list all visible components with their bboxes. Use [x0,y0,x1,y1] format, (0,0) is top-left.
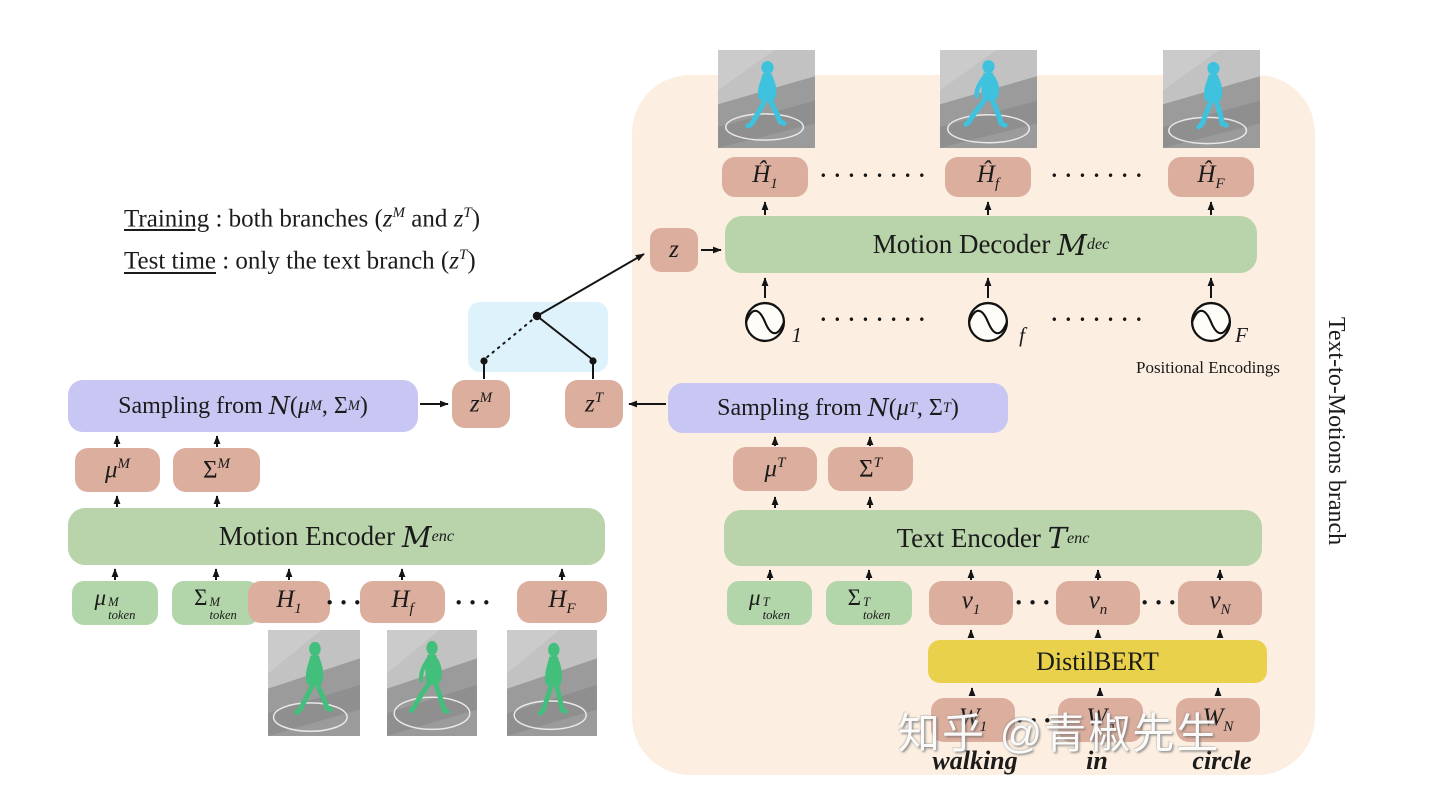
positional-encoding-F: F [1189,300,1248,347]
text-to-motions-branch-label: Text-to-Motions branch [1323,316,1349,546]
z-latent-node: z [650,228,698,272]
human-figure-icon [1196,61,1229,130]
legend-line-training: Training : both branches (zM and zT) [124,205,481,233]
w-n-node: Wn [1058,698,1143,742]
positional-encoding-f: f [966,300,1025,347]
word-in: in [1086,746,1108,775]
watermark: 知乎 @青椒先生 [898,710,1221,757]
sigma-m-node: ΣM [173,448,260,492]
v-ellipsis-1: ••• [1014,594,1056,612]
pe-ellipsis-1: •••••••• [819,313,933,327]
positional-encoding-1: 1 [743,300,802,347]
v-N-node: vN [1178,581,1262,625]
human-figure-icon [537,642,568,716]
input-motion-frame-f-image [387,630,477,736]
sigma-t-node: ΣT [828,447,913,491]
sine-wave-icon [967,301,1009,343]
z-m-node: zM [452,380,510,428]
v-n-node: vn [1056,581,1140,625]
generated-motion-frame-f-image [940,50,1037,148]
w-N-node: WN [1176,698,1260,742]
legend-line-test-time: Test time : only the text branch (zT) [124,247,476,275]
z-t-node: zT [565,380,623,428]
word-walking: walking [932,746,1018,775]
w-ellipsis-1: ••• [1015,712,1057,730]
w-1-node: W1 [931,698,1015,742]
h-ellipsis-2: ••• [454,594,496,612]
branch-switch-box [468,302,608,372]
input-motion-frame-1-image [268,630,360,736]
v-1-node: v1 [929,581,1013,625]
h-F-node: HF [517,581,607,623]
hhat-F-node: ĤF [1168,157,1254,197]
hhat-ellipsis-1: •••••••• [819,169,933,183]
legend: Training : both branches (zM and zT) Tes… [124,195,480,280]
sine-wave-icon [744,301,786,343]
hhat-f-node: Ĥf [945,157,1031,197]
generated-motion-frame-F-image [1163,50,1260,148]
input-motion-frame-F-image [507,630,597,736]
human-figure-icon [745,60,787,129]
generated-motion-frame-1-image [718,50,815,148]
mu-t-node: μT [733,447,817,491]
word-circle: circle [1192,746,1252,775]
h-f-node: Hf [360,581,445,623]
sine-wave-icon [1190,301,1232,343]
mu-m-node: μM [75,448,160,492]
h-1-node: H1 [248,581,330,623]
h-ellipsis-1: ••• [325,594,367,612]
v-ellipsis-2: ••• [1140,594,1182,612]
human-figure-icon [294,641,334,715]
distilbert-box: DistilBERT [928,640,1267,683]
human-figure-icon [408,640,450,714]
positional-encodings-label: Positional Encodings [1135,358,1281,377]
human-figure-icon [963,60,1008,128]
hhat-1-node: Ĥ1 [722,157,808,197]
pe-ellipsis-2: ••••••• [1050,313,1150,327]
hhat-ellipsis-2: ••••••• [1050,169,1150,183]
